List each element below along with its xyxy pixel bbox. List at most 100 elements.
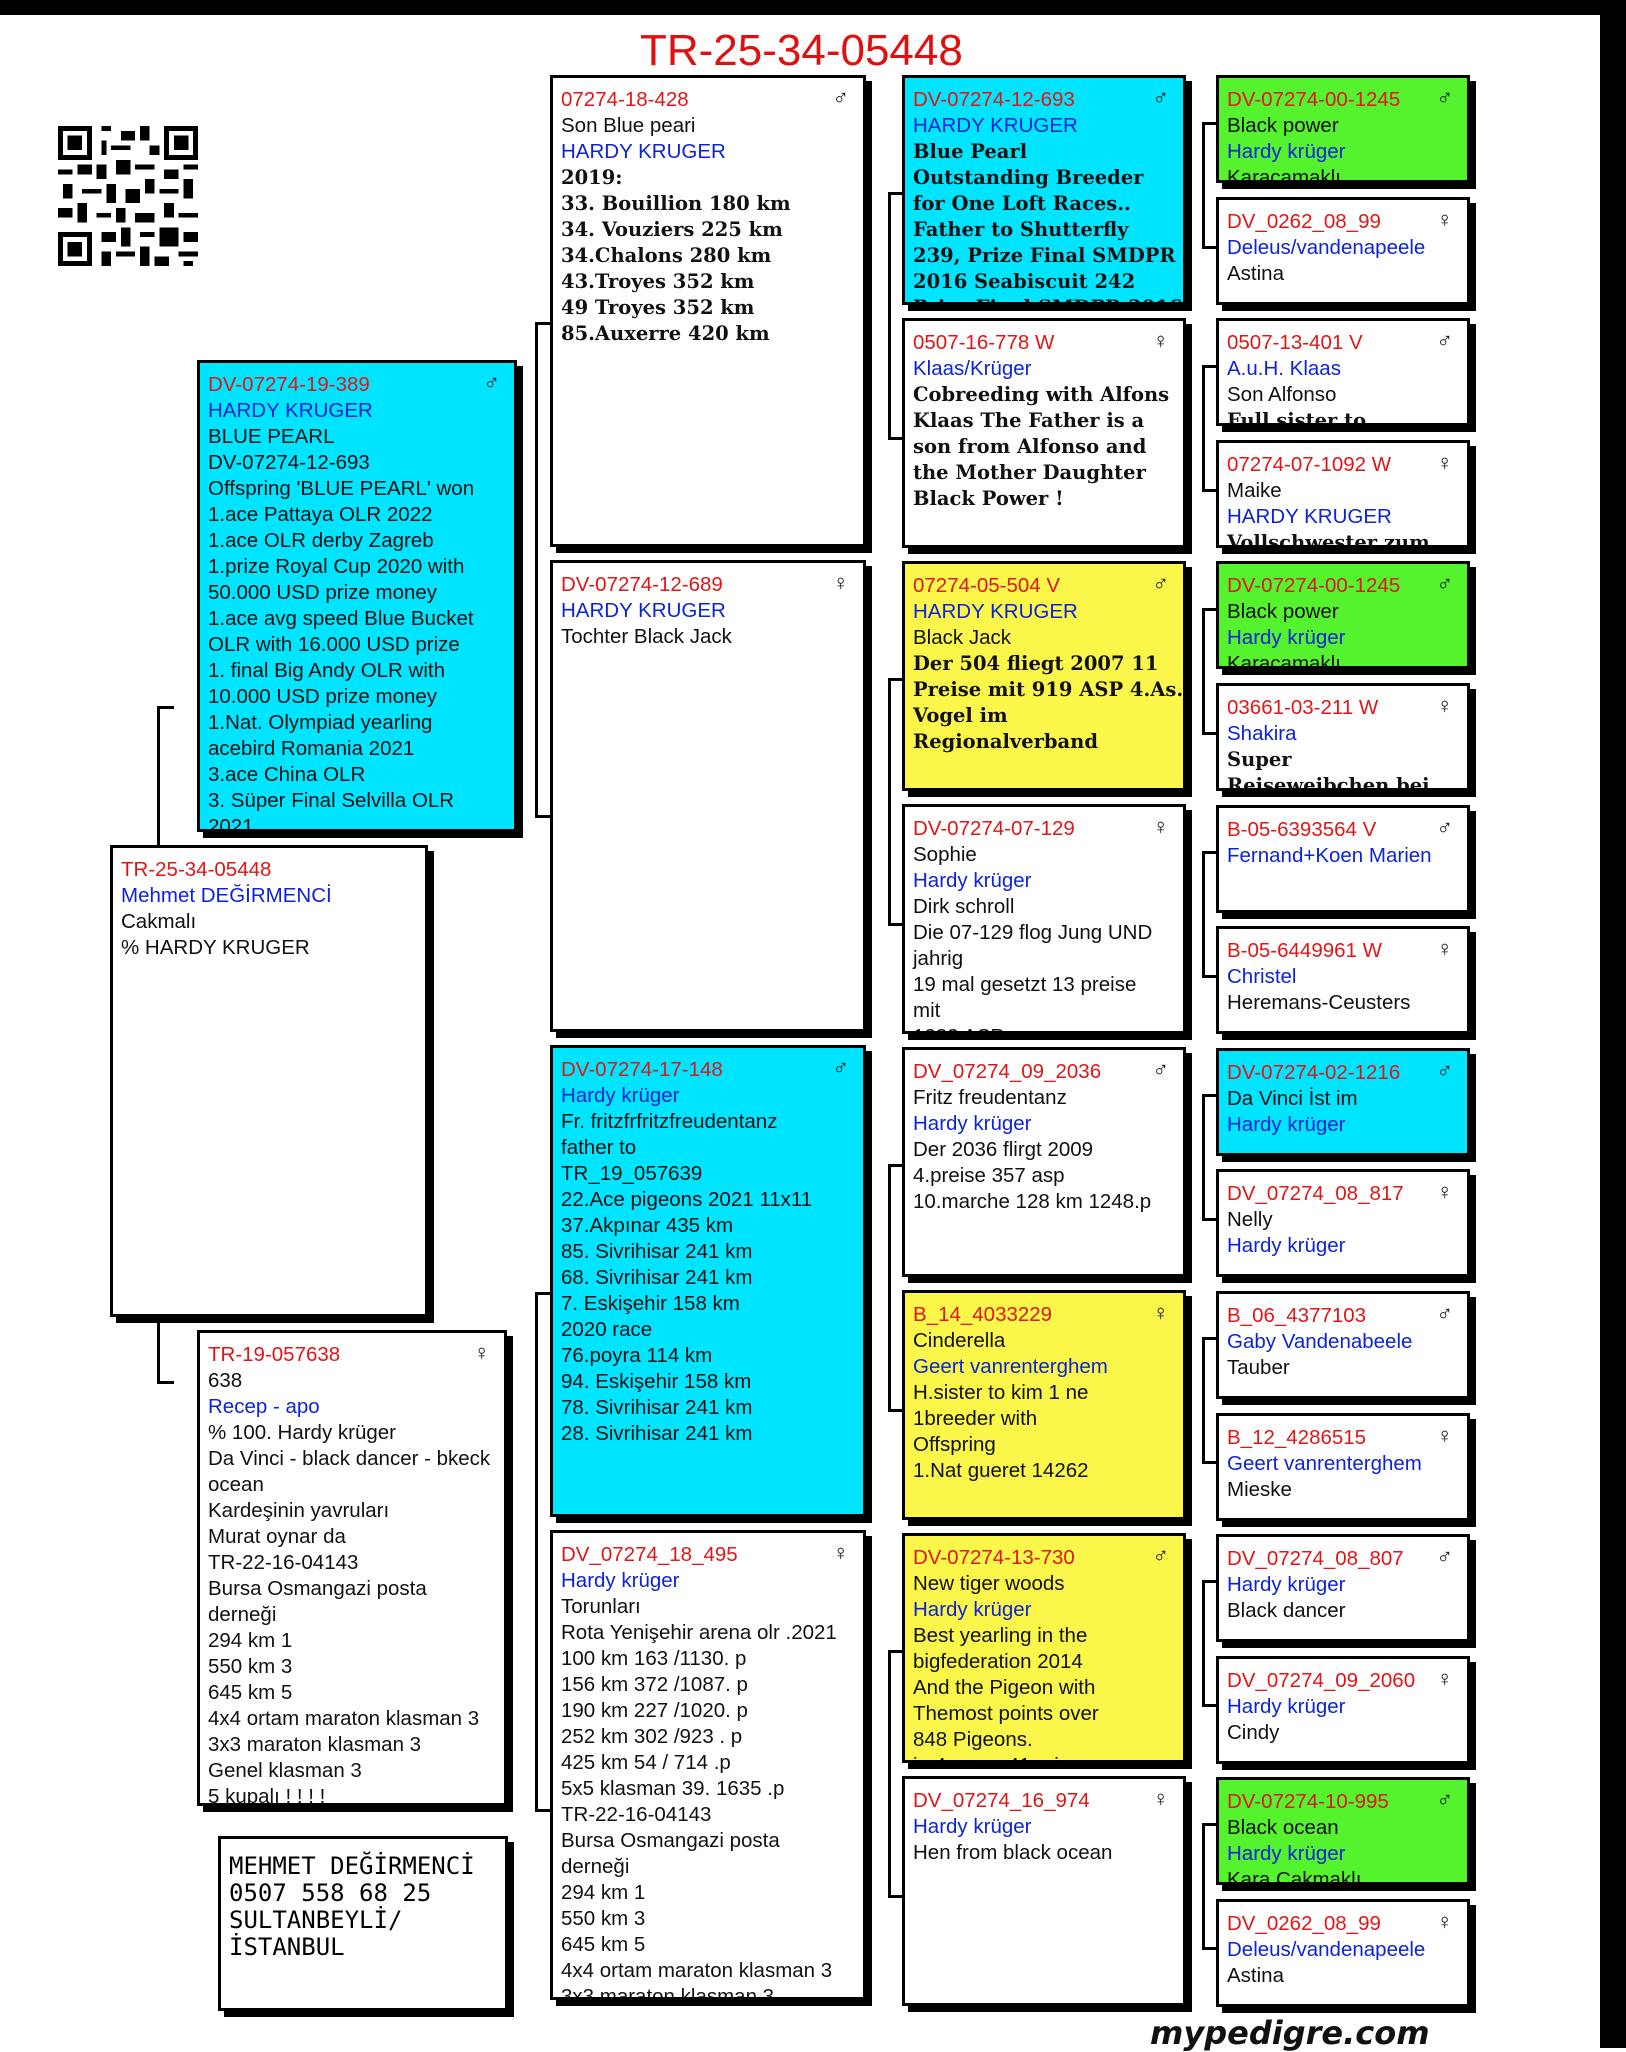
card-line: Karacamaklı [1227, 652, 1341, 670]
card-line: Son Alfonso [1227, 383, 1337, 407]
card-line: 190 km 227 /1020. p [561, 1699, 748, 1722]
card-line: 1.ace OLR derby Zagreb [208, 529, 434, 552]
card-line: Dirk schroll [913, 895, 1015, 918]
card-line: Bursa Osmangazi posta [208, 1577, 427, 1600]
card-line: 76.poyra 114 km [561, 1344, 713, 1367]
ring-number: 0507-13-401 V [1227, 331, 1363, 355]
card-line: Tauber [1227, 1356, 1290, 1379]
card-line: bigfederation 2014 [913, 1650, 1083, 1673]
card-line: 10.000 USD prize money [208, 685, 438, 708]
card-line: Cakmalı [121, 910, 197, 933]
card-line: Black power [1227, 600, 1339, 624]
female-symbol-icon: ♀ [832, 1540, 850, 1565]
card-line: Sophie [913, 843, 977, 866]
card-line: 3.ace China OLR [208, 763, 366, 786]
card-line: Full sister to [1227, 409, 1367, 427]
card-line: New tiger woods [913, 1572, 1065, 1595]
card-line: 1breeder with [913, 1407, 1038, 1430]
card-line: Hardy krüger [1227, 626, 1346, 650]
card-line: 4.preise 357 asp [913, 1164, 1065, 1187]
card-line: 645 km 5 [208, 1681, 293, 1704]
connector [888, 192, 905, 440]
ring-number: 07274-18-428 [561, 88, 689, 111]
card-line: 85.Auxerre 420 km [561, 322, 770, 345]
card-line: Hardy krüger [913, 869, 1032, 892]
ring-number: B_14_4033229 [913, 1303, 1053, 1326]
card-line: Hen from black ocean [913, 1841, 1113, 1864]
male-symbol-icon: ♂ [832, 85, 850, 110]
card-line: 50.000 USD prize money [208, 581, 438, 604]
card-line: Deleus/vandenapeele [1227, 1938, 1426, 1961]
card-line: 294 km 1 [208, 1629, 293, 1652]
card-line: % HARDY KRUGER [121, 936, 310, 959]
card-line: Klaas/Krüger [913, 357, 1032, 380]
website-footer: mypedigre.com [1150, 2014, 1430, 2052]
card-line: the Mother Daughter [913, 461, 1146, 484]
card-line: 3. Süper Final Selvilla OLR [208, 789, 455, 812]
card-line: TR_19_057639 [561, 1162, 703, 1185]
female-symbol-icon: ♀ [1436, 206, 1454, 232]
card-line: Recep - apo [208, 1395, 320, 1418]
card-line: Son Blue peari [561, 114, 696, 137]
card-line: Cindy [1227, 1720, 1280, 1744]
card-line: Vogel im [913, 704, 1008, 727]
female-symbol-icon: ♀ [1436, 693, 1454, 718]
card-line: Hardy krüger [561, 1084, 680, 1107]
card-line: Offspring [913, 1433, 996, 1456]
card-line: 425 km 54 / 714 .p [561, 1751, 731, 1774]
card-line: 4x4 ortam maraton klasman 3 [561, 1959, 833, 1982]
card-line: Themost points over [913, 1702, 1099, 1725]
ring-number: DV_07274_08_807 [1227, 1547, 1404, 1571]
card-line: 1.ace avg speed Blue Bucket [208, 607, 474, 630]
male-symbol-icon: ♂ [483, 370, 501, 395]
ring-number: DV-07274-07-129 [913, 817, 1075, 840]
card-line: Outstanding Breeder [913, 166, 1144, 189]
qr-code-icon [58, 126, 198, 266]
female-symbol-icon: ♀ [473, 1340, 491, 1365]
card-line: 1233 ASP [913, 1024, 1177, 1031]
card-line: Super [1227, 748, 1292, 771]
card-line: HARDY KRUGER [1227, 504, 1392, 528]
card-line: Father to Shutterfly [913, 218, 1129, 241]
male-symbol-icon: ♂ [1436, 814, 1454, 840]
card-line: Gaby Vandenabeele [1227, 1330, 1413, 1353]
card-line: Genel klasman 3 [208, 1759, 362, 1782]
ring-number: DV-07274-17-148 [561, 1058, 723, 1081]
male-symbol-icon: ♂ [1152, 571, 1170, 596]
card-line: 34.Chalons 280 km [561, 244, 772, 267]
ring-number: DV_07274_08_817 [1227, 1182, 1404, 1206]
ring-number: DV-07274-00-1245 [1227, 574, 1401, 598]
ring-number: DV-07274-10-995 [1227, 1790, 1389, 1814]
